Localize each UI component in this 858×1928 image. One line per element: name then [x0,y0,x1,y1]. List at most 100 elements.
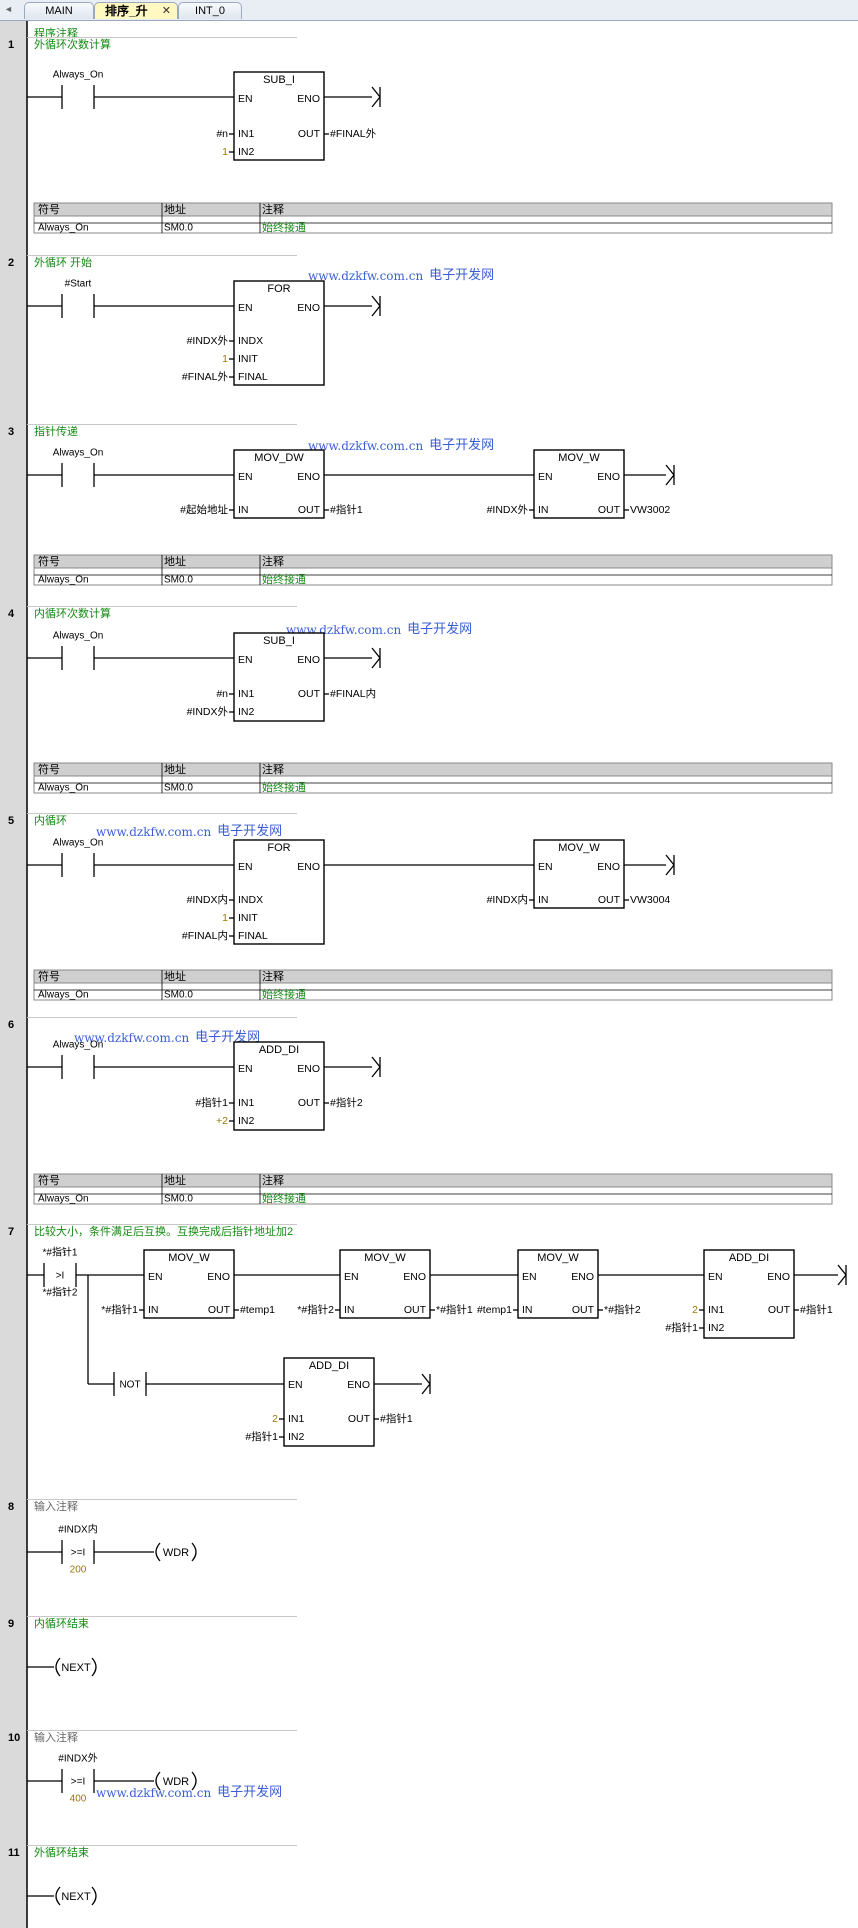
network-title[interactable]: 内循环 [34,813,67,827]
operand[interactable]: VW3002 [630,504,670,516]
symbol-table-comment[interactable]: 始终接通 [262,1191,306,1205]
network-title[interactable]: 输入注释 [34,1499,78,1513]
pin-input: IN1 [238,688,255,700]
network-title[interactable]: 内循环结束 [34,1616,89,1630]
tab-int0[interactable]: INT_0 [178,2,242,19]
operand[interactable]: 1 [222,912,228,924]
operand[interactable]: #FINAL外 [330,128,377,140]
instruction-box[interactable] [233,71,325,161]
operand[interactable]: 2 [692,1304,698,1316]
operand[interactable]: #INDX外 [187,706,229,718]
instruction-box[interactable] [703,1249,795,1339]
network-title[interactable]: 比较大小，条件满足后互换。互换完成后指针地址加2 [34,1224,293,1238]
network-title[interactable]: 指针传递 [34,424,78,438]
instruction-box[interactable] [143,1249,235,1319]
symbol-table-address[interactable]: SM0.0 [164,1194,193,1205]
tab-sort-asc[interactable]: 排序_升 ✕ [94,2,178,19]
tab-scroll-left-icon[interactable]: ◄ [4,4,13,14]
tab-main[interactable]: MAIN [24,2,94,19]
instruction-box[interactable] [233,449,325,519]
operand[interactable]: #起始地址 [180,503,228,516]
instruction-box[interactable] [533,449,625,519]
coil-label[interactable]: WDR [163,1776,189,1788]
symbol-table-comment[interactable]: 始终接通 [262,572,306,586]
pin-output: OUT [298,1097,321,1109]
coil-label[interactable]: WDR [163,1547,189,1559]
operand[interactable]: 2 [272,1413,278,1425]
pin-input: IN [238,504,249,516]
operand[interactable]: #FINAL外 [182,371,229,383]
symbol-table-comment[interactable]: 始终接通 [262,987,306,1001]
instruction-box[interactable] [233,632,325,722]
symbol-table-comment[interactable]: 始终接通 [262,780,306,794]
contact-label[interactable]: Always_On [53,631,104,642]
instruction-box[interactable] [233,839,325,945]
contact-label[interactable]: #Start [65,279,92,290]
eno-arrow [421,1383,431,1395]
symbol-table-symbol[interactable]: Always_On [38,990,89,1001]
operand[interactable]: #INDX外 [187,335,229,347]
operand[interactable]: *#指针1 [436,1303,473,1316]
symbol-table-symbol[interactable]: Always_On [38,223,89,234]
contact-label[interactable]: Always_On [53,1040,104,1051]
contact-label[interactable]: *#指针2 [42,1286,77,1299]
coil-label[interactable]: NEXT [61,1662,91,1674]
close-icon[interactable]: ✕ [161,5,171,17]
operand[interactable]: VW3004 [630,894,670,906]
operand[interactable]: *#指针2 [604,1303,641,1316]
contact-label[interactable]: Always_On [53,448,104,459]
symbol-table-symbol[interactable]: Always_On [38,575,89,586]
coil-label[interactable]: NEXT [61,1891,91,1903]
contact-label[interactable]: #INDX内 [58,1523,97,1536]
symbol-table-address[interactable]: SM0.0 [164,575,193,586]
contact-label[interactable]: *#指针1 [42,1246,77,1259]
operand[interactable]: #指针1 [330,503,363,516]
operand[interactable]: #指针1 [800,1303,833,1316]
operand[interactable]: 1 [222,353,228,365]
symbol-table-address[interactable]: SM0.0 [164,783,193,794]
operand[interactable]: *#指针2 [297,1303,334,1316]
operand[interactable]: #temp1 [477,1304,512,1316]
network-title[interactable]: 外循环 开始 [34,255,92,269]
symbol-table-address[interactable]: SM0.0 [164,223,193,234]
contact-label[interactable]: Always_On [53,70,104,81]
instruction-box[interactable] [233,280,325,386]
operand[interactable]: #INDX内 [187,893,228,906]
symbol-table-symbol[interactable]: Always_On [38,783,89,794]
pin-eno: ENO [297,302,320,314]
operand[interactable]: #INDX外 [487,504,529,516]
instruction-box[interactable] [517,1249,599,1319]
operand[interactable]: #temp1 [240,1304,275,1316]
compare-value[interactable]: 400 [70,1794,87,1805]
symbol-table-comment[interactable]: 始终接通 [262,220,306,234]
network-title[interactable]: 外循环结束 [34,1846,89,1859]
instruction-box[interactable] [233,1041,325,1131]
network-title[interactable]: 输入注释 [34,1730,78,1744]
operand[interactable]: #指针1 [195,1096,228,1109]
operand[interactable]: #FINAL内 [330,687,376,700]
symbol-table-symbol[interactable]: Always_On [38,1194,89,1205]
operand[interactable]: #n [216,688,228,700]
operand[interactable]: #n [216,128,228,140]
symbol-table-address[interactable]: SM0.0 [164,990,193,1001]
contact-label[interactable]: Always_On [53,838,104,849]
operand[interactable]: #指针1 [665,1321,698,1334]
not-contact[interactable]: NOT [119,1380,140,1391]
compare-value[interactable]: 200 [70,1565,87,1576]
operand[interactable]: #指针1 [245,1430,278,1443]
contact-label[interactable]: #INDX外 [58,1753,97,1765]
instruction-box[interactable] [283,1357,375,1447]
program-comment[interactable]: 程序注释 [34,26,78,40]
network-title[interactable]: 内循环次数计算 [34,606,111,620]
operand[interactable]: *#指针1 [101,1303,138,1316]
network-title[interactable]: 外循环次数计算 [34,37,111,51]
instruction-box[interactable] [339,1249,431,1319]
operand[interactable]: +2 [216,1115,228,1127]
instruction-box[interactable] [533,839,625,909]
operand[interactable]: #指针2 [330,1096,363,1109]
operand[interactable]: #FINAL内 [182,929,228,942]
operand[interactable]: #指针1 [380,1412,413,1425]
operand[interactable]: #INDX内 [487,893,528,906]
operand[interactable]: 1 [222,146,228,158]
